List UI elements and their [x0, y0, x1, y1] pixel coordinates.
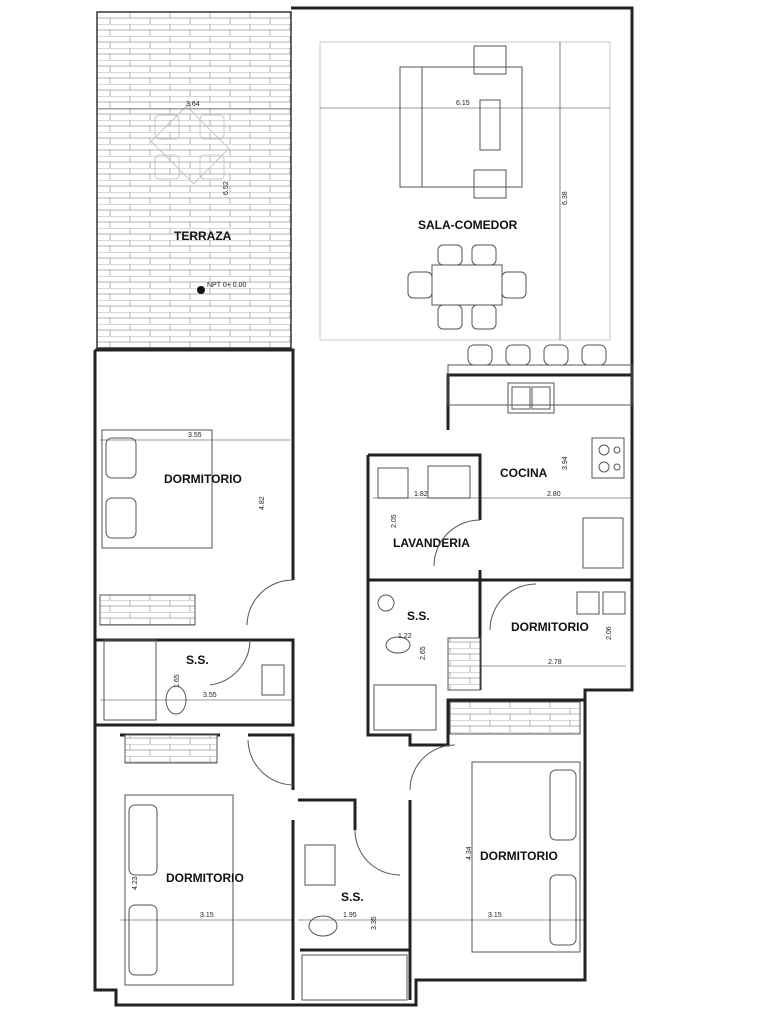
ss-service-area: S.S. 1.22 2.65: [373, 594, 481, 731]
dormitorio-2-area: DORMITORIO 4.23 3.15: [120, 734, 294, 986]
ss-2-area: S.S. 1.95 3.35: [298, 829, 410, 1001]
washbasin-icon: [377, 594, 395, 612]
dormitorio-1-area: 3.55 4.82 DORMITORIO: [99, 429, 294, 626]
toilet-icon: [385, 636, 411, 654]
room-label-dormitorio-service: DORMITORIO: [511, 620, 589, 634]
ss-1-width: 3.55: [203, 692, 217, 699]
terraza-length: 6.52: [223, 181, 230, 195]
sofa-icon: [399, 45, 523, 199]
terraza-area: 3.64 6.52 TERRAZA NPT 0+ 0.00: [96, 11, 292, 349]
dormitorio-3-length: 4.34: [466, 846, 473, 860]
ss-2-width: 1.95: [343, 912, 357, 919]
room-label-dormitorio-2: DORMITORIO: [166, 871, 244, 885]
ss-service-width: 1.22: [398, 633, 412, 640]
dormitorio-service-width: 2.78: [548, 659, 562, 666]
ss-1-area: S.S. 1.65 3.55: [100, 639, 293, 721]
room-label-ss-1: S.S.: [186, 653, 209, 667]
dining-table-icon: [407, 244, 527, 330]
lavanderia-length: 2.05: [391, 514, 398, 528]
shower-icon: [373, 684, 437, 731]
patio-table-icon: [150, 105, 230, 185]
room-label-dormitorio-3: DORMITORIO: [480, 849, 558, 863]
shower-icon: [301, 954, 408, 1001]
level-label: NPT 0+ 0.00: [207, 282, 246, 289]
dormitorio-service-area: DORMITORIO 2.06 2.78: [480, 583, 626, 667]
bed-icon: [471, 761, 581, 953]
room-label-lavanderia: LAVANDERIA: [393, 536, 470, 550]
dormitorio-2-width: 3.15: [200, 912, 214, 919]
sala-width: 6.15: [456, 100, 470, 107]
stove-icon: [591, 437, 625, 479]
lavanderia-width: 1.82: [414, 491, 428, 498]
toilet-icon: [308, 915, 338, 937]
shower-icon: [103, 639, 157, 721]
room-label-cocina: COCINA: [500, 466, 548, 480]
bed-icon: [101, 429, 213, 549]
room-label-ss-service: S.S.: [407, 609, 430, 623]
sala-length: 6.38: [562, 191, 569, 205]
room-label-dormitorio-1: DORMITORIO: [164, 472, 242, 486]
bar-stools-icon: [467, 344, 607, 366]
cocina-length: 3.94: [562, 456, 569, 470]
washer-icon: [377, 467, 409, 499]
terraza-width: 3.64: [186, 101, 200, 108]
laundry-sink-icon: [427, 465, 471, 499]
ss-2-length: 3.35: [371, 916, 378, 930]
sink-icon: [507, 382, 555, 414]
cocina-area: COCINA 3.94 2.80: [447, 344, 633, 569]
level-marker-icon: [197, 286, 205, 294]
lavanderia-area: 1.82 2.05 LAVANDERIA: [373, 465, 481, 567]
washbasin-icon: [304, 844, 336, 886]
cocina-width: 2.80: [547, 491, 561, 498]
room-label-terraza: TERRAZA: [174, 229, 232, 243]
sala-comedor-area: 6.15 6.38 SALA-COMEDOR: [319, 41, 611, 341]
dormitorio-1-width: 3.55: [188, 432, 202, 439]
dormitorio-service-length: 2.06: [606, 626, 613, 640]
room-label-sala-comedor: SALA-COMEDOR: [418, 218, 518, 232]
dormitorio-3-area: DORMITORIO 4.34 3.15: [409, 701, 585, 953]
washbasin-icon: [261, 664, 285, 696]
ss-1-length: 1.65: [174, 674, 181, 688]
ss-service-length: 2.65: [420, 646, 427, 660]
room-label-ss-2: S.S.: [341, 890, 364, 904]
dormitorio-2-length: 4.23: [132, 876, 139, 890]
dormitorio-3-width: 3.15: [488, 912, 502, 919]
bed-icon: [124, 794, 234, 986]
dormitorio-1-length: 4.82: [259, 496, 266, 510]
